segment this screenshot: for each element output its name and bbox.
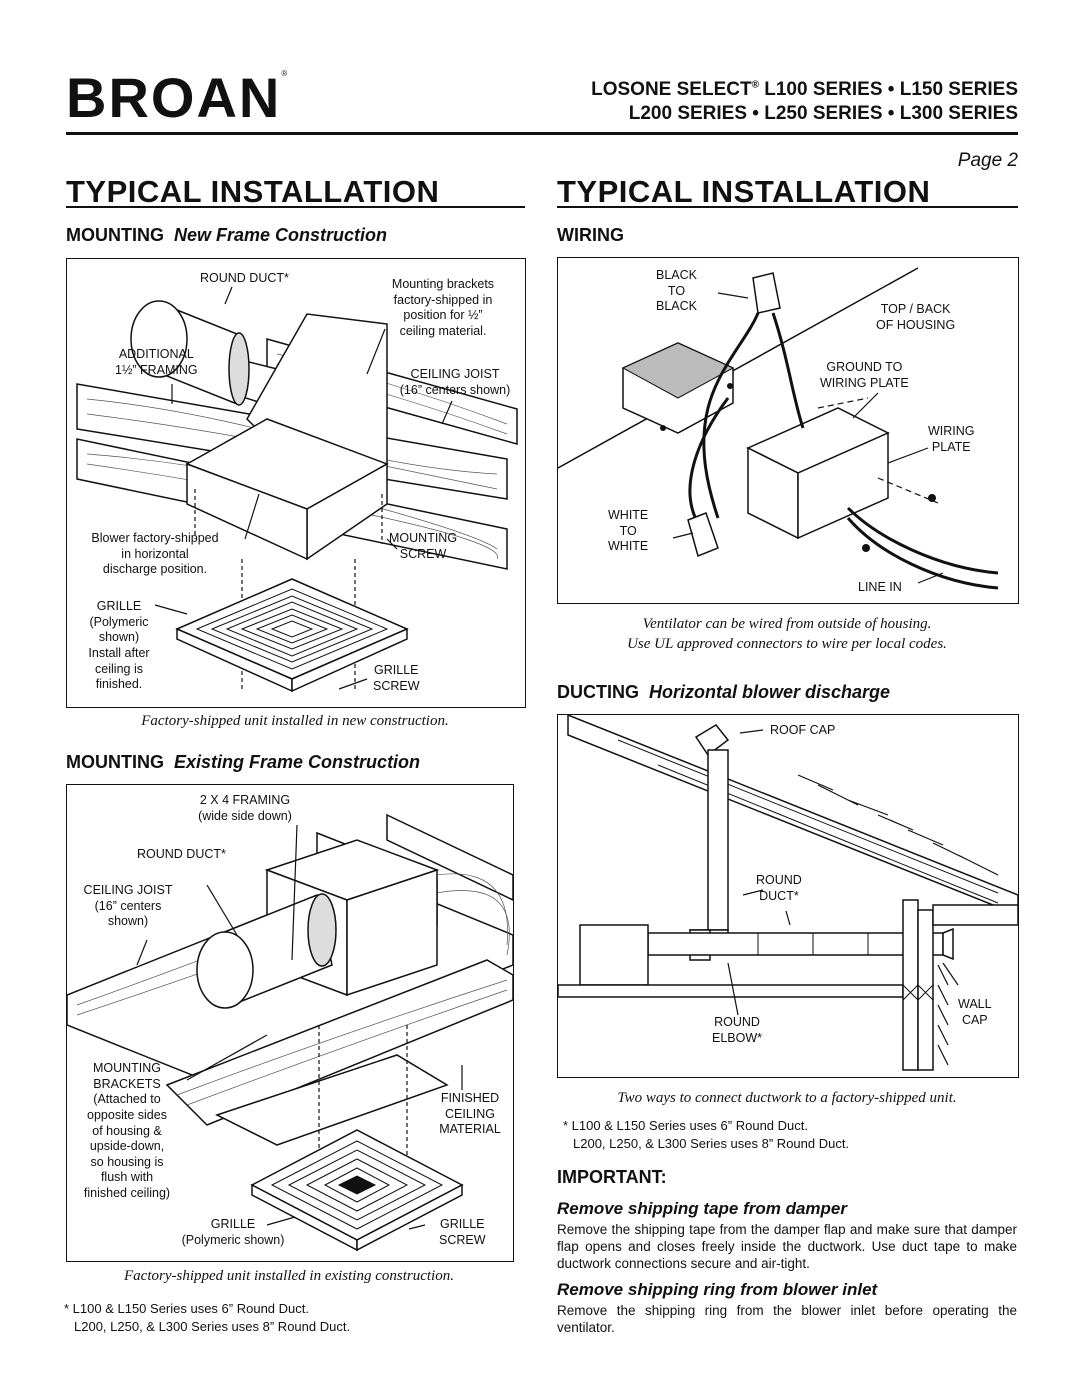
wiring-caption-1: Ventilator can be wired from outside of …	[642, 616, 932, 632]
wiring-heading: WIRING	[557, 225, 624, 245]
label-black-to-black: BLACK TO BLACK	[656, 268, 697, 314]
label-round-duct: ROUND DUCT*	[200, 271, 289, 285]
mounting-existing-drawing	[67, 813, 513, 1252]
mounting-existing-heading: MOUNTING Existing Frame Construction	[66, 752, 421, 772]
ducting-heading: DUCTING Horizontal blower discharge	[557, 682, 891, 702]
label-wiring-plate: WIRING PLATE	[928, 424, 975, 454]
label-grille: GRILLE (Polymeric shown) Install after c…	[88, 599, 150, 692]
important-body-2: Remove the shipping ring from the blower…	[557, 1303, 1017, 1335]
mounting-existing-caption: Factory-shipped unit installed in existi…	[124, 1268, 454, 1284]
important-heading: IMPORTANT:	[557, 1167, 667, 1187]
logo-mark: ®	[281, 69, 290, 78]
label-top-back-housing: TOP / BACK OF HOUSING	[876, 302, 956, 332]
important-sub-1: Remove shipping tape from damper	[557, 1199, 847, 1218]
mounting-existing-figure: 2 X 4 FRAMING (wide side down) ROUND DUC…	[66, 784, 514, 1262]
header-rule	[66, 132, 1018, 135]
wiring-figure: BLACK TO BLACK TOP / BACK OF HOUSING GRO…	[557, 257, 1019, 604]
right-footnote: * L100 & L150 Series uses 6” Round Duct.…	[563, 1118, 850, 1151]
label-round-duct-existing: ROUND DUCT*	[137, 847, 226, 861]
label-2x4-framing: 2 X 4 FRAMING (wide side down)	[198, 793, 292, 823]
left-title: TYPICAL INSTALLATION	[66, 174, 440, 209]
mounting-new-drawing	[76, 286, 518, 693]
wiring-caption-2: Use UL approved connectors to wire per l…	[627, 636, 947, 652]
label-additional-framing: ADDITIONAL 1½” FRAMING	[115, 347, 198, 377]
label-line-in: LINE IN	[858, 580, 902, 594]
label-ceiling-joist-existing: CEILING JOIST (16” centers shown)	[83, 883, 173, 929]
left-footnote: * L100 & L150 Series uses 6” Round Duct.…	[64, 1301, 351, 1334]
right-title-rule	[557, 206, 1018, 208]
wiring-drawing	[558, 267, 999, 590]
label-roof-cap: ROOF CAP	[770, 723, 836, 737]
label-finished-ceiling: FINISHED CEILING MATERIAL	[439, 1091, 501, 1137]
label-mounting-screw: MOUNTING SCREW	[389, 531, 458, 561]
label-blower: Blower factory-shipped in horizontal dis…	[91, 531, 219, 577]
label-grille-existing: GRILLE (Polymeric shown)	[181, 1217, 285, 1247]
series-line-1: LOSONE SELECT® L100 SERIES • L150 SERIES	[591, 79, 1018, 100]
logo-text: BROAN	[66, 66, 282, 129]
label-mounting-brackets-existing: MOUNTING BRACKETS (Attached to opposite …	[83, 1061, 171, 1200]
left-title-rule	[66, 206, 525, 208]
mounting-new-figure: ROUND DUCT* Mounting brackets factory-sh…	[66, 258, 526, 708]
brand-logo: BROAN®	[66, 70, 289, 126]
mounting-new-caption: Factory-shipped unit installed in new co…	[141, 713, 449, 729]
series-line-2: L200 SERIES • L250 SERIES • L300 SERIES	[628, 103, 1018, 124]
label-grille-screw: GRILLE SCREW	[373, 663, 420, 693]
right-title: TYPICAL INSTALLATION	[557, 174, 931, 209]
ducting-figure: ROOF CAP ROUND DUCT* WALL CAP ROUND ELBO…	[557, 714, 1019, 1078]
label-round-elbow: ROUND ELBOW*	[712, 1015, 763, 1045]
mounting-new-heading: MOUNTING New Frame Construction	[66, 225, 388, 245]
label-grille-screw-existing: GRILLE SCREW	[439, 1217, 486, 1247]
label-white-to-white: WHITE TO WHITE	[608, 508, 649, 554]
important-body-1: Remove the shipping tape from the damper…	[557, 1222, 1017, 1271]
label-ground-wiring-plate: GROUND TO WIRING PLATE	[820, 360, 909, 390]
label-ceiling-joist: CEILING JOIST (16” centers shown)	[399, 367, 511, 397]
label-round-duct-ducting: ROUND DUCT*	[756, 873, 802, 903]
page-number: Page 2	[957, 150, 1018, 171]
ducting-drawing	[558, 715, 1018, 1071]
ducting-caption: Two ways to connect ductwork to a factor…	[617, 1090, 957, 1106]
important-sub-2: Remove shipping ring from blower inlet	[557, 1280, 878, 1299]
label-wall-cap: WALL CAP	[958, 997, 992, 1027]
label-mounting-brackets: Mounting brackets factory-shipped in pos…	[391, 277, 495, 338]
